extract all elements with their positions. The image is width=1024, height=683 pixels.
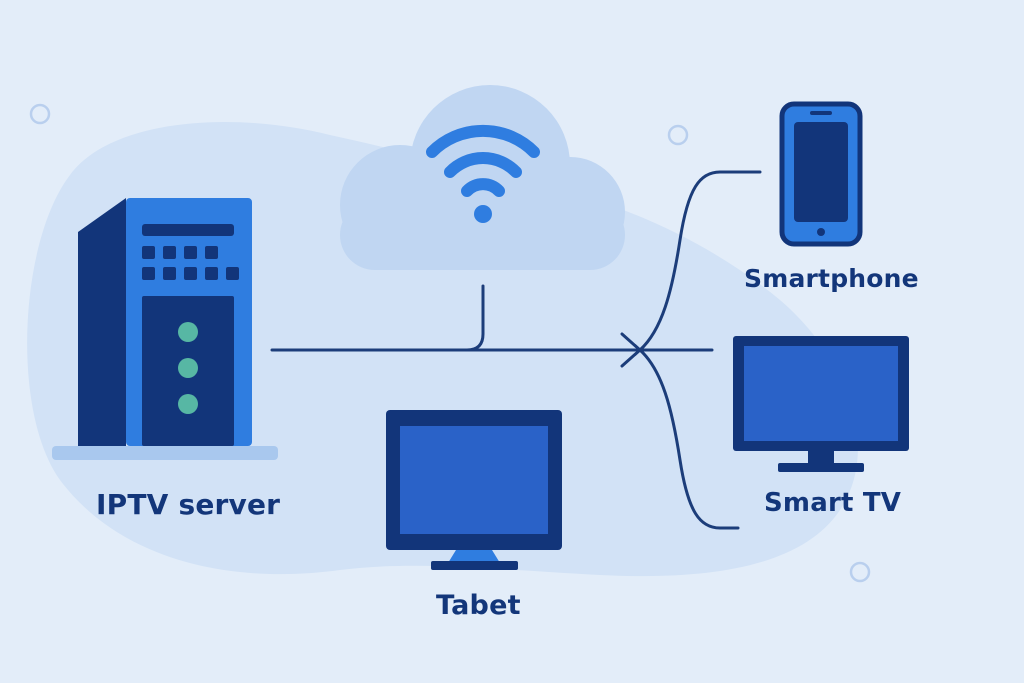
decor-ring [667,124,689,146]
monitor-icon [733,336,909,472]
server-tower-icon [52,198,278,460]
server-base [52,446,278,460]
tablet-label: Tabet [436,590,521,621]
status-light [178,394,198,414]
smartphone-icon [779,101,863,247]
cloud-to-main-line [465,284,485,352]
monitor-icon [386,410,562,570]
smart-tv-label: Smart TV [764,488,902,518]
connection-lines [270,170,762,530]
server-side-panel [78,198,126,446]
server-slot [142,224,234,236]
branch-to-smarttv-line [638,348,740,530]
status-light [178,358,198,378]
decor-ring [849,561,871,583]
decor-ring [29,103,51,125]
wifi-icon [426,124,540,197]
smartphone-label: Smartphone [744,264,919,293]
server-label: IPTV server [96,488,281,521]
server-vents [142,246,239,280]
status-light [178,322,198,342]
branch-to-smartphone-line [638,170,762,352]
wifi-cloud-icon [340,85,625,270]
